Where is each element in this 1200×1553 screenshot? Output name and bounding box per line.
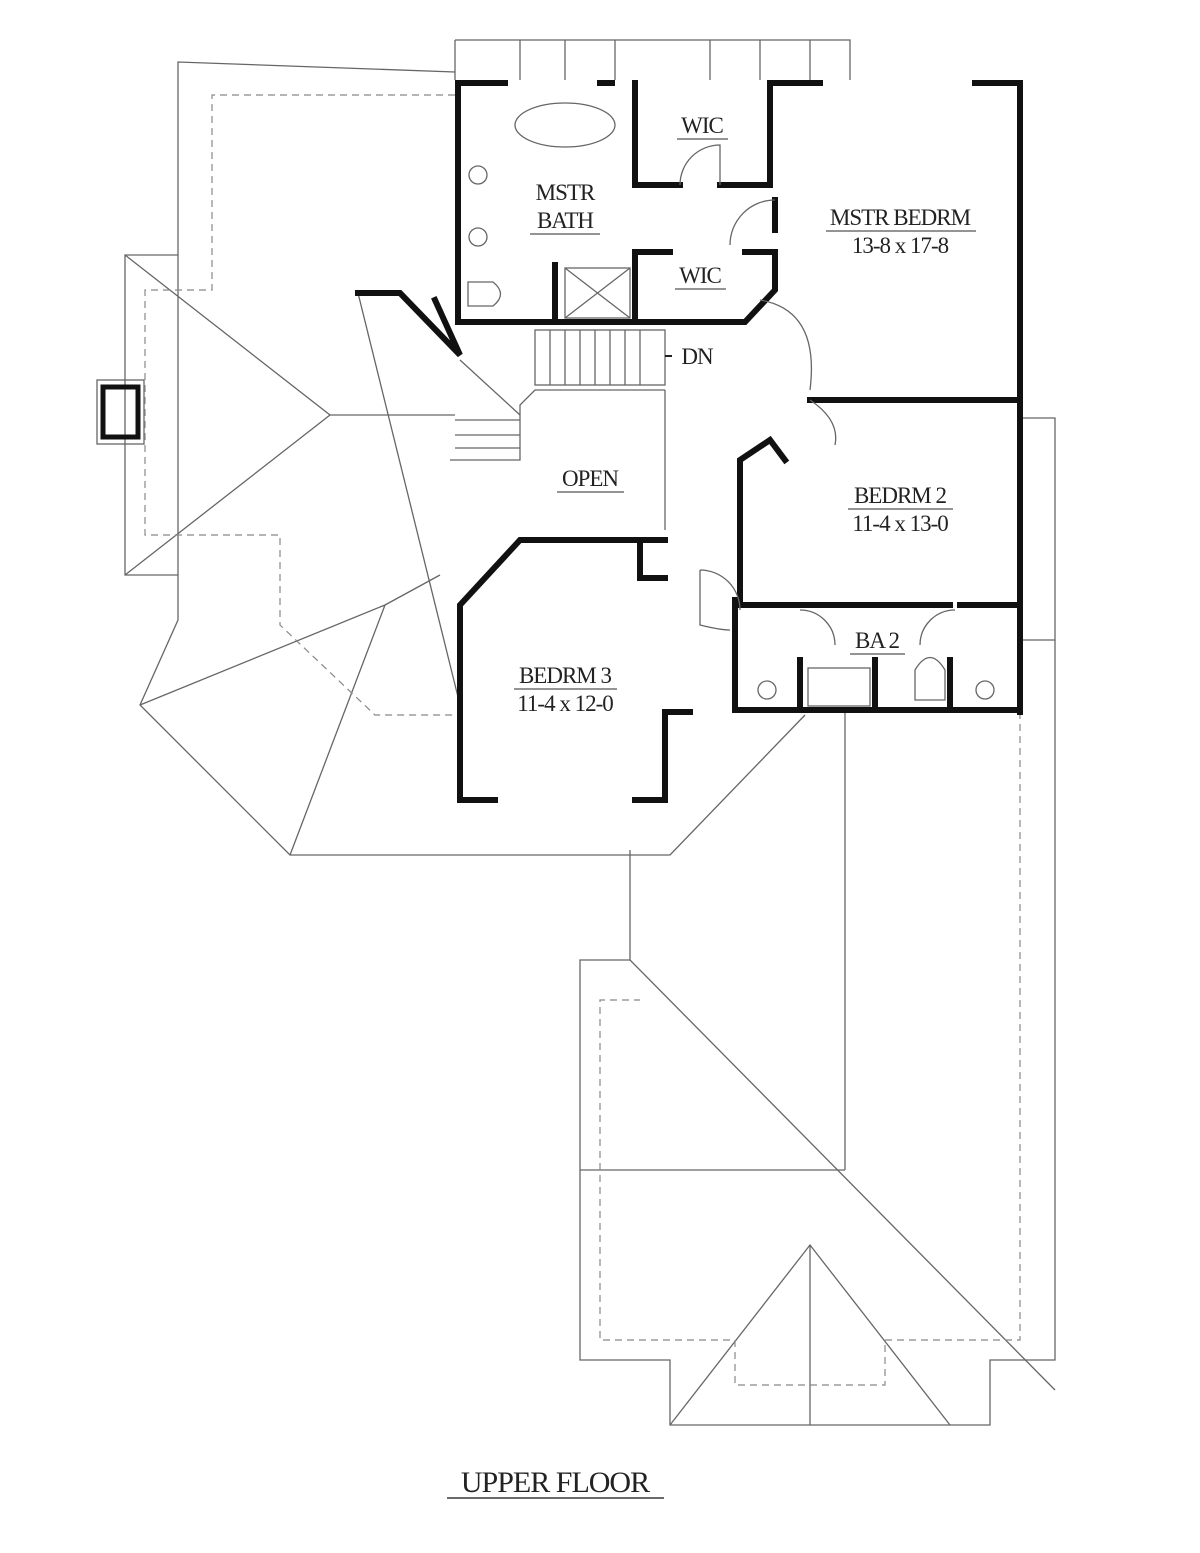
stairs [450, 329, 672, 530]
bedrm2-label: BEDRM 2 [854, 483, 947, 508]
stair-down-label: DN [681, 344, 714, 369]
mstr-bath-label: BATH [537, 208, 593, 233]
wic-label: WIC [681, 113, 723, 138]
mstr-bath-label: MSTR [536, 180, 596, 205]
sink [468, 227, 488, 247]
ba2-toilet [914, 656, 946, 701]
door-swing [679, 144, 721, 186]
fixtures [467, 102, 995, 707]
bedrm2-size: 11-4 x 13-0 [852, 511, 948, 536]
bathtub [514, 102, 616, 148]
room-labels: MSTR BATH WIC WIC MSTR BEDRM 13-8 x 17-8… [447, 113, 976, 1499]
door-swing [729, 199, 776, 246]
ba2-tub [807, 667, 871, 707]
sink [468, 165, 488, 185]
roof-lines [96, 39, 1056, 1426]
bedrm3-size: 11-4 x 12-0 [517, 691, 613, 716]
walls [355, 80, 1023, 803]
plan-title: UPPER FLOOR [461, 1466, 650, 1499]
mstr-bedrm-label: MSTR BEDRM [830, 205, 971, 230]
door-swing [759, 299, 837, 446]
sink [757, 680, 777, 700]
open-label: OPEN [562, 466, 619, 491]
bedrm3-label: BEDRM 3 [519, 663, 612, 688]
toilet [467, 281, 502, 307]
door-swing [699, 569, 741, 631]
mstr-bedrm-size: 13-8 x 17-8 [852, 233, 949, 258]
shower [564, 267, 631, 319]
wic-label: WIC [679, 263, 721, 288]
ba2-label: BA 2 [855, 628, 899, 653]
sink [975, 680, 995, 700]
door-swing [799, 609, 956, 646]
